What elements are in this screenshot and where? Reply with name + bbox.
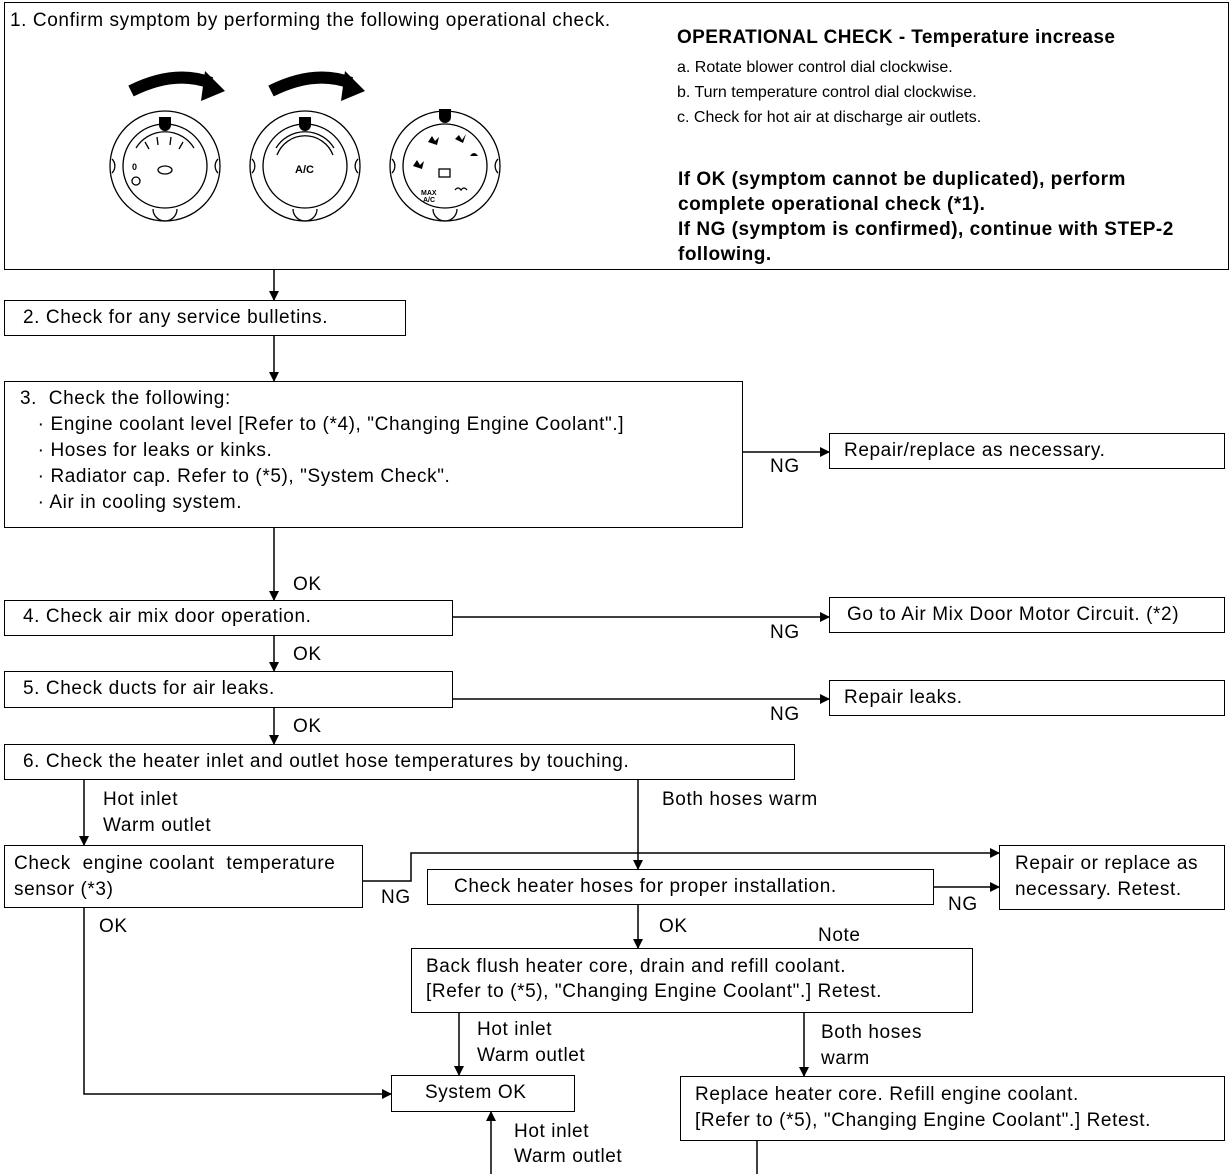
- step1-text: 1. Confirm symptom by performing the fol…: [10, 10, 611, 31]
- result-line-1: If OK (symptom cannot be duplicated), pe…: [678, 169, 1126, 190]
- mode-max-label: MAX: [421, 190, 437, 197]
- mode-dial: [389, 110, 501, 222]
- note-label: Note: [818, 925, 861, 946]
- dial-knob-icon: [299, 117, 311, 131]
- ok-label-sensor: OK: [99, 916, 128, 937]
- step5-box: 5. Check ducts for air leaks.: [4, 671, 453, 708]
- warm-outlet-label-3: Warm outlet: [514, 1146, 623, 1167]
- blower-zero-label: 0: [132, 162, 137, 172]
- system-ok-box: System OK: [391, 1075, 575, 1112]
- step3-line-3: · Hoses for leaks or kinks.: [20, 440, 273, 461]
- step5-text: 5. Check ducts for air leaks.: [23, 678, 275, 699]
- step3-line-4: · Radiator cap. Refer to (*5), "System C…: [20, 466, 451, 487]
- back-flush-box: Back flush heater core, drain and refill…: [411, 948, 973, 1013]
- ng-label-step5: NG: [770, 704, 800, 725]
- heater-hoses-box: Check heater hoses for proper installati…: [427, 869, 934, 905]
- ng-label-step3: NG: [770, 456, 800, 477]
- ng-label-sensor: NG: [381, 887, 411, 908]
- step4-box: 4. Check air mix door operation.: [4, 600, 453, 636]
- ok-label-step5: OK: [293, 716, 322, 737]
- back-flush-line-2: [Refer to (*5), "Changing Engine Coolant…: [426, 981, 882, 1002]
- step6-box: 6. Check the heater inlet and outlet hos…: [4, 744, 795, 780]
- heater-hoses-text: Check heater hoses for proper installati…: [454, 876, 837, 897]
- coolant-sensor-line-2: sensor (*3): [14, 879, 114, 900]
- step6-text: 6. Check the heater inlet and outlet hos…: [23, 751, 630, 772]
- dial-knob-icon: [439, 109, 451, 123]
- back-flush-line-1: Back flush heater core, drain and refill…: [426, 956, 847, 977]
- vent-mode-icons: [413, 134, 478, 169]
- result-line-2: complete operational check (*1).: [678, 194, 986, 215]
- coolant-sensor-line-1: Check engine coolant temperature: [14, 853, 336, 874]
- warm-outlet-label-1: Warm outlet: [103, 815, 212, 836]
- step3-box: 3. Check the following: · Engine coolant…: [4, 381, 743, 528]
- replace-core-line-1: Replace heater core. Refill engine coola…: [695, 1084, 1079, 1105]
- ok-label-step3: OK: [293, 574, 322, 595]
- result-line-3: If NG (symptom is confirmed), continue w…: [678, 219, 1174, 240]
- control-dials-illustration: 0 A/C: [109, 71, 501, 222]
- operational-check-title: OPERATIONAL CHECK - Temperature increase: [677, 27, 1116, 48]
- system-ok-text: System OK: [425, 1082, 527, 1103]
- replace-core-box: Replace heater core. Refill engine coola…: [680, 1076, 1225, 1141]
- clockwise-arrow-icon: [268, 71, 354, 97]
- warm-outlet-label-2: Warm outlet: [477, 1045, 586, 1066]
- replace-core-line-2: [Refer to (*5), "Changing Engine Coolant…: [695, 1110, 1151, 1131]
- ng-label-hoses: NG: [948, 894, 978, 915]
- result-line-4: following.: [678, 244, 772, 265]
- repair-as-necessary-box: Repair/replace as necessary.: [829, 433, 1225, 469]
- repair-retest-box: Repair or replace as necessary. Retest.: [999, 845, 1225, 910]
- repair-leaks-text: Repair leaks.: [844, 687, 963, 708]
- air-mix-motor-box: Go to Air Mix Door Motor Circuit. (*2): [829, 597, 1225, 633]
- repair-retest-line-1: Repair or replace as: [1015, 853, 1199, 874]
- repair-retest-line-2: necessary. Retest.: [1015, 879, 1182, 900]
- temp-ac-label: A/C: [295, 164, 314, 176]
- operational-step-a: a. Rotate blower control dial clockwise.: [677, 59, 953, 76]
- both-hoses-label: Both hoses: [821, 1022, 923, 1043]
- ng-label-step4: NG: [770, 622, 800, 643]
- step4-text: 4. Check air mix door operation.: [23, 606, 312, 627]
- coolant-sensor-box: Check engine coolant temperature sensor …: [4, 845, 363, 908]
- warm-label: warm: [821, 1048, 870, 1069]
- clockwise-arrow-icon: [128, 71, 214, 97]
- operational-step-b: b. Turn temperature control dial clockwi…: [677, 84, 977, 101]
- mode-max-ac-label: A/C: [423, 197, 435, 204]
- air-mix-motor-text: Go to Air Mix Door Motor Circuit. (*2): [847, 604, 1180, 625]
- repair-as-necessary-text: Repair/replace as necessary.: [844, 440, 1106, 461]
- ok-label-hoses: OK: [659, 916, 688, 937]
- step1-box: 1. Confirm symptom by performing the fol…: [4, 2, 1229, 270]
- hot-inlet-label-1: Hot inlet: [103, 789, 179, 810]
- step3-line-5: · Air in cooling system.: [20, 492, 243, 513]
- hot-inlet-label-3: Hot inlet: [514, 1121, 590, 1142]
- step3-line-2: · Engine coolant level [Refer to (*4), "…: [20, 414, 625, 435]
- step3-line-1: 3. Check the following:: [20, 388, 231, 409]
- hot-inlet-label-2: Hot inlet: [477, 1019, 553, 1040]
- ok-label-step4: OK: [293, 644, 322, 665]
- repair-leaks-box: Repair leaks.: [829, 680, 1225, 716]
- both-hoses-warm-label: Both hoses warm: [662, 789, 818, 810]
- operational-step-c: c. Check for hot air at discharge air ou…: [677, 109, 982, 126]
- step2-text: 2. Check for any service bulletins.: [23, 307, 329, 328]
- dial-knob-icon: [159, 117, 171, 131]
- step2-box: 2. Check for any service bulletins.: [4, 300, 406, 336]
